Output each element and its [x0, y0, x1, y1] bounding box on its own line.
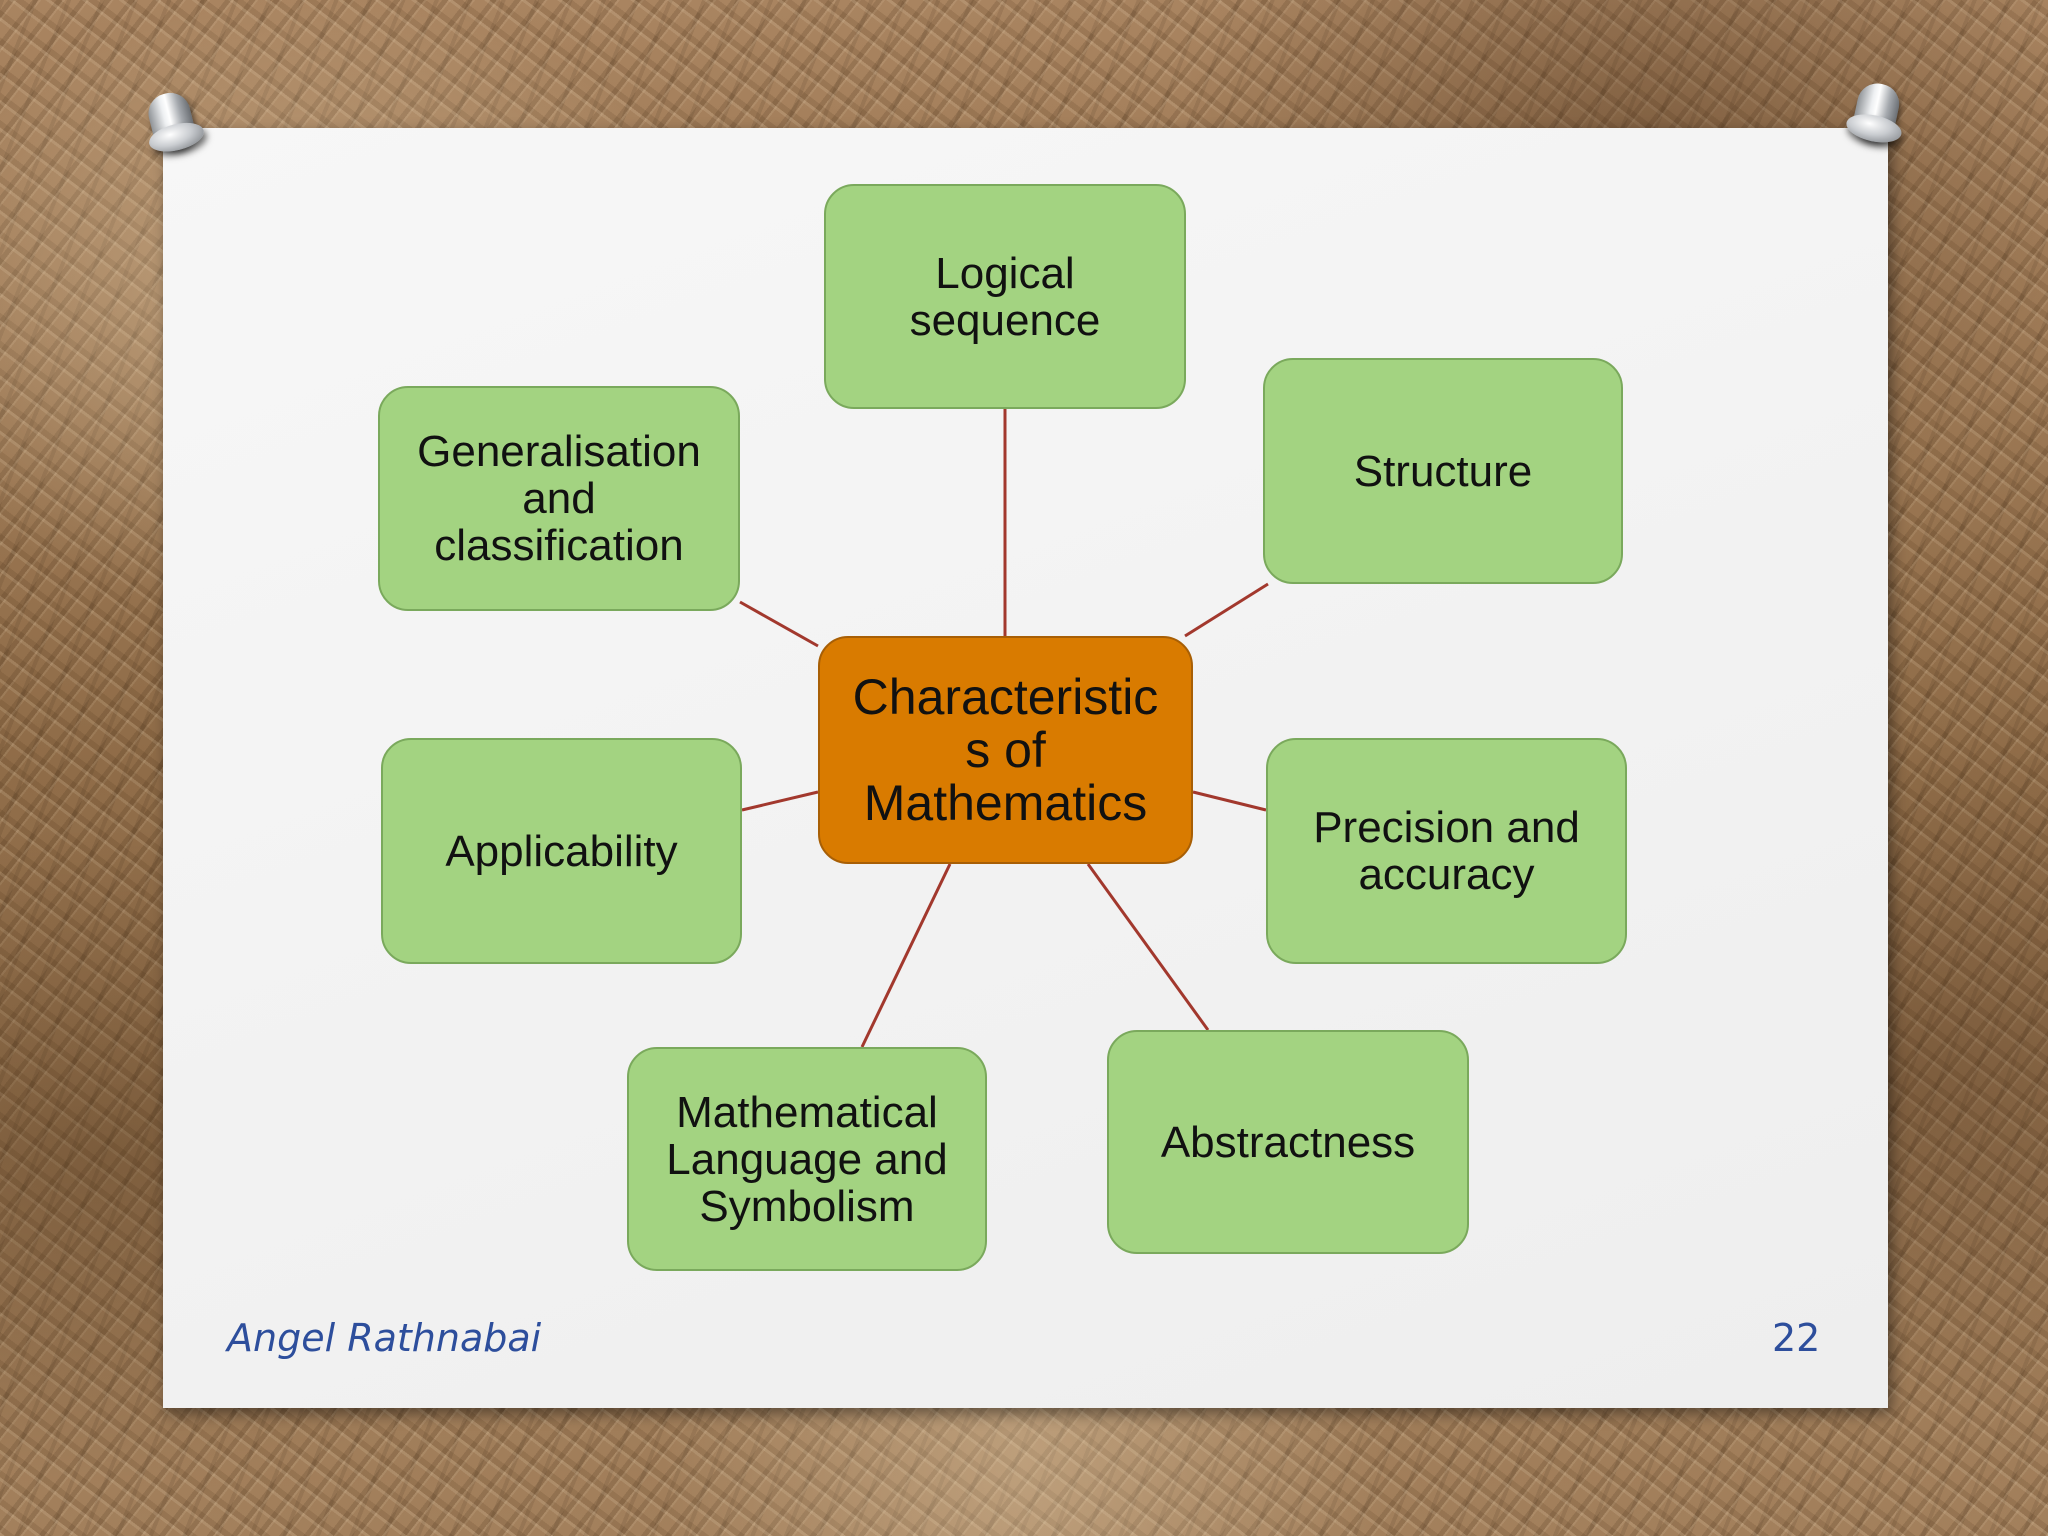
- slide-number: 22: [1772, 1316, 1821, 1360]
- connector-precision: [1192, 790, 1267, 812]
- node-characteristics-of-mathematics: Characteristic s of Mathematics: [818, 636, 1193, 864]
- node-logical-sequence: Logical sequence: [824, 184, 1186, 409]
- connector-abstractness: [1086, 863, 1210, 1031]
- connector-applicability: [741, 790, 819, 812]
- author-name: Angel Rathnabai: [227, 1316, 542, 1360]
- connector-language: [860, 863, 952, 1048]
- connector-generalisation: [739, 600, 819, 648]
- node-structure: Structure: [1263, 358, 1623, 584]
- node-precision-accuracy: Precision and accuracy: [1266, 738, 1627, 964]
- node-generalisation-classification: Generalisation and classification: [378, 386, 740, 611]
- node-mathematical-language-symbolism: Mathematical Language and Symbolism: [627, 1047, 987, 1271]
- node-abstractness: Abstractness: [1107, 1030, 1469, 1254]
- connector-structure: [1184, 582, 1269, 638]
- node-applicability: Applicability: [381, 738, 742, 964]
